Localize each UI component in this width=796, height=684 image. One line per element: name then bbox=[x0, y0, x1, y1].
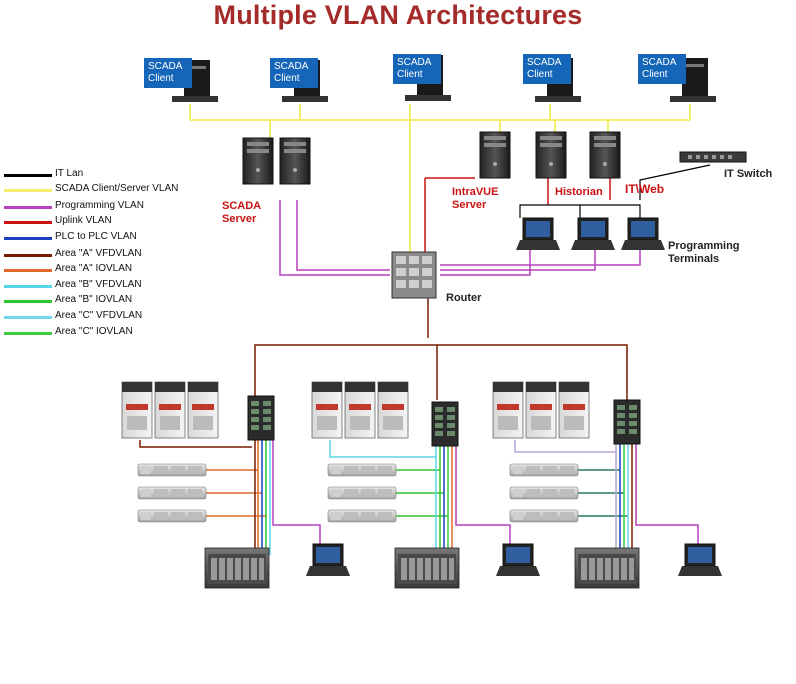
diagram-title: Multiple VLAN Architectures bbox=[213, 0, 583, 30]
legend-swatch bbox=[4, 189, 52, 192]
intravue-server-label: IntraVUE Server bbox=[452, 186, 499, 211]
area-c-lines bbox=[514, 440, 699, 555]
it-switch-label: IT Switch bbox=[724, 168, 773, 180]
uplink-vlan-lines bbox=[424, 177, 611, 255]
router-uplinks bbox=[254, 298, 628, 400]
legend-item-area-c-io: Area "C" IOVLAN bbox=[4, 326, 264, 342]
it-switch-device bbox=[679, 151, 747, 163]
legend-swatch bbox=[4, 174, 52, 177]
scada-vlan-lines bbox=[189, 104, 691, 260]
programming-vlan-lines bbox=[279, 200, 641, 276]
area-b-lines bbox=[329, 440, 511, 555]
legend-swatch bbox=[4, 332, 52, 335]
itweb-label: IT\Web bbox=[625, 182, 665, 196]
legend-swatch bbox=[4, 237, 52, 240]
it-lan-lines bbox=[519, 164, 711, 218]
scada-client-label-5: SCADA Client bbox=[638, 54, 686, 84]
scada-client-label-2: SCADA Client bbox=[270, 58, 318, 88]
programming-terminal-laptops bbox=[515, 217, 666, 251]
legend-item-it-lan: IT Lan bbox=[4, 168, 264, 184]
scada-client-label-3: SCADA Client bbox=[393, 54, 441, 84]
legend-item-area-b-io: Area "B" IOVLAN bbox=[4, 294, 264, 310]
legend-item-programming: Programming VLAN bbox=[4, 200, 264, 216]
legend-item-area-b-vfd: Area "B" VFDVLAN bbox=[4, 279, 264, 295]
legend-item-plc: PLC to PLC VLAN bbox=[4, 231, 264, 247]
historian-label: Historian bbox=[555, 186, 603, 198]
legend-item-area-a-vfd: Area "A" VFDVLAN bbox=[4, 248, 264, 264]
scada-client-workstations bbox=[172, 55, 716, 102]
programming-terminals-label: Programming Terminals bbox=[668, 240, 740, 265]
area-a-lines bbox=[139, 440, 321, 555]
scada-client-label-1: SCADA Client bbox=[144, 58, 192, 88]
legend-swatch bbox=[4, 300, 52, 303]
legend-item-area-c-vfd: Area "C" VFDVLAN bbox=[4, 310, 264, 326]
server-towers bbox=[479, 131, 621, 179]
legend-item-scada: SCADA Client/Server VLAN bbox=[4, 183, 264, 199]
scada-server-label: SCADA Server bbox=[222, 200, 261, 225]
legend-swatch bbox=[4, 221, 52, 224]
legend-item-uplink: Uplink VLAN bbox=[4, 215, 264, 231]
workstation-5 bbox=[670, 58, 716, 102]
legend-swatch bbox=[4, 269, 52, 272]
router-label: Router bbox=[446, 292, 482, 304]
legend-item-area-a-io: Area "A" IOVLAN bbox=[4, 263, 264, 279]
router-device bbox=[391, 251, 437, 299]
legend-swatch bbox=[4, 285, 52, 288]
scada-client-label-4: SCADA Client bbox=[523, 54, 571, 84]
legend-swatch bbox=[4, 254, 52, 257]
legend-swatch bbox=[4, 206, 52, 209]
legend-swatch bbox=[4, 316, 52, 319]
